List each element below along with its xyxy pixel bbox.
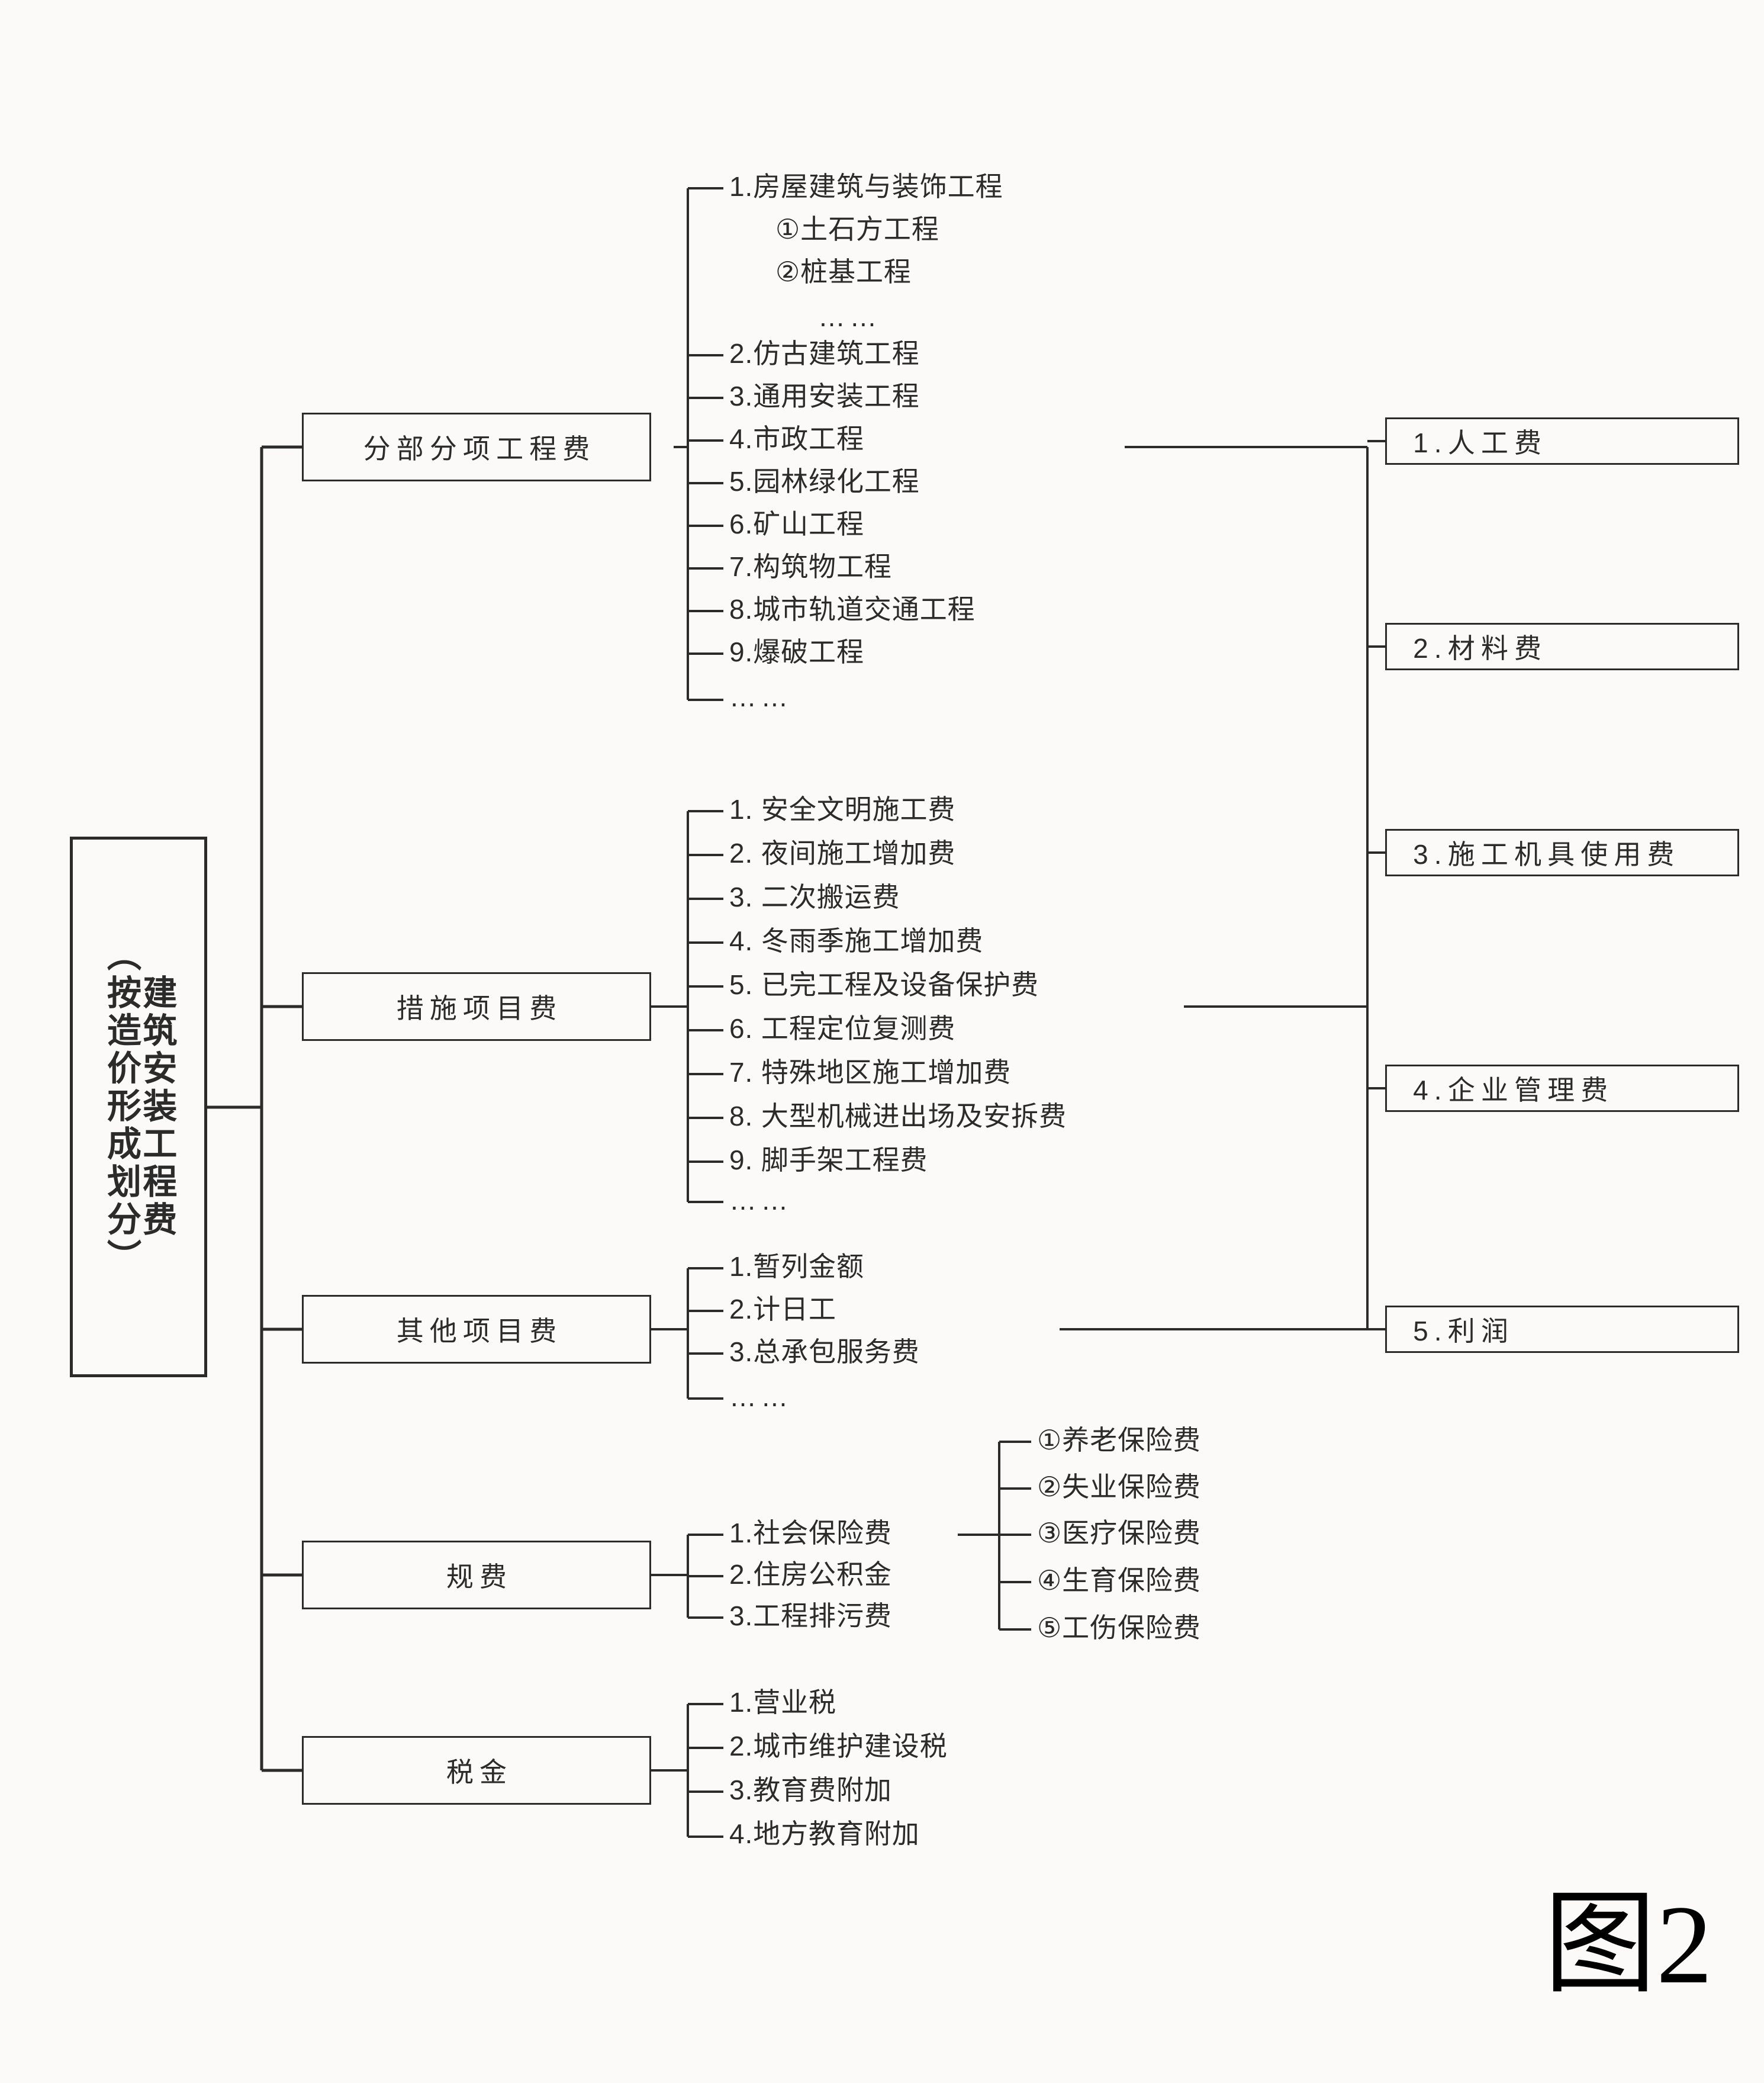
figure-caption: 图2 <box>1544 1883 1713 2007</box>
list-item: 1.社会保险费 <box>729 1518 892 1548</box>
cost-element-box-profit[interactable]: 5.利润 <box>1385 1306 1739 1353</box>
list-item: 6. 工程定位复测费 <box>729 1013 956 1044</box>
list-item: 4.市政工程 <box>729 423 864 454</box>
list-item: 1. 安全文明施工费 <box>729 794 956 825</box>
branch-box-guifei[interactable]: 规费 <box>302 1541 651 1609</box>
list-item: 4.地方教育附加 <box>729 1818 920 1849</box>
list-item: 9.爆破工程 <box>729 637 864 667</box>
list-item: ①养老保险费 <box>1037 1425 1201 1455</box>
list-item: 4. 冬雨季施工增加费 <box>729 925 984 956</box>
list-item: 1.暂列金额 <box>729 1251 864 1282</box>
list-item: ②失业保险费 <box>1037 1471 1201 1502</box>
list-item: ②桩基工程 <box>775 256 912 287</box>
branch-box-shuijin[interactable]: 税金 <box>302 1736 651 1805</box>
cost-element-box-management[interactable]: 4.企业管理费 <box>1385 1065 1739 1112</box>
list-item: 9. 脚手架工程费 <box>729 1145 928 1175</box>
list-item: 3.总承包服务费 <box>729 1336 920 1367</box>
list-item: 2. 夜间施工增加费 <box>729 838 956 869</box>
list-item: 5.园林绿化工程 <box>729 466 920 497</box>
list-item: 7.构筑物工程 <box>729 551 892 582</box>
cost-element-label: 1.人工费 <box>1413 427 1548 458</box>
branch-label: 措施项目费 <box>396 993 563 1024</box>
list-item: 3.教育费附加 <box>729 1775 892 1805</box>
list-item: ①土石方工程 <box>775 214 939 245</box>
list-item: 6.矿山工程 <box>729 509 864 539</box>
cost-element-label: 3.施工机具使用费 <box>1413 839 1681 870</box>
list-item: 1.营业税 <box>729 1687 836 1718</box>
list-item: 7. 特殊地区施工增加费 <box>729 1057 1012 1088</box>
list-item: 2.住房公积金 <box>729 1559 892 1590</box>
list-item: ④生育保险费 <box>1037 1565 1201 1596</box>
list-item: 3. 二次搬运费 <box>729 882 900 912</box>
list-item: 2.仿古建筑工程 <box>729 338 920 369</box>
branch-label: 其他项目费 <box>396 1316 563 1346</box>
ellipsis: …… <box>729 682 793 712</box>
branch-label: 分部分项工程费 <box>363 433 596 464</box>
ellipsis: …… <box>729 1381 793 1412</box>
branch-box-qita[interactable]: 其他项目费 <box>302 1295 651 1364</box>
ellipsis: …… <box>818 301 881 332</box>
branch-box-cuoshi[interactable]: 措施项目费 <box>302 972 651 1041</box>
cost-element-label: 5.利润 <box>1413 1316 1514 1346</box>
list-item: 8.城市轨道交通工程 <box>729 594 976 625</box>
cost-element-label: 2.材料费 <box>1413 633 1548 664</box>
list-item: 2.城市维护建设税 <box>729 1731 948 1761</box>
branch-label: 税金 <box>446 1757 513 1788</box>
root-title-main: 建筑安装工程费 <box>137 975 176 1239</box>
list-item: ③医疗保险费 <box>1037 1518 1201 1548</box>
branch-box-fenbufenxiang[interactable]: 分部分项工程费 <box>302 413 651 481</box>
list-item: 5. 已完工程及设备保护费 <box>729 969 1039 1000</box>
cost-element-box-material[interactable]: 2.材料费 <box>1385 623 1739 670</box>
list-item: 3.通用安装工程 <box>729 381 920 412</box>
list-item: 3.工程排污费 <box>729 1600 892 1631</box>
ellipsis: …… <box>729 1185 793 1216</box>
list-item: 8. 大型机械进出场及安拆费 <box>729 1101 1067 1131</box>
list-item: ⑤工伤保险费 <box>1037 1612 1201 1643</box>
cost-element-box-labor[interactable]: 1.人工费 <box>1385 417 1739 465</box>
root-node[interactable]: 建筑安装工程费 （按造价形成划分） <box>70 837 207 1377</box>
branch-label: 规费 <box>446 1561 513 1592</box>
list-item: 1.房屋建筑与装饰工程 <box>729 171 1003 202</box>
cost-element-label: 4.企业管理费 <box>1413 1075 1614 1105</box>
list-item: 2.计日工 <box>729 1294 836 1325</box>
cost-element-box-machinery[interactable]: 3.施工机具使用费 <box>1385 829 1739 876</box>
root-title-qualifier: （按造价形成划分） <box>102 937 140 1277</box>
